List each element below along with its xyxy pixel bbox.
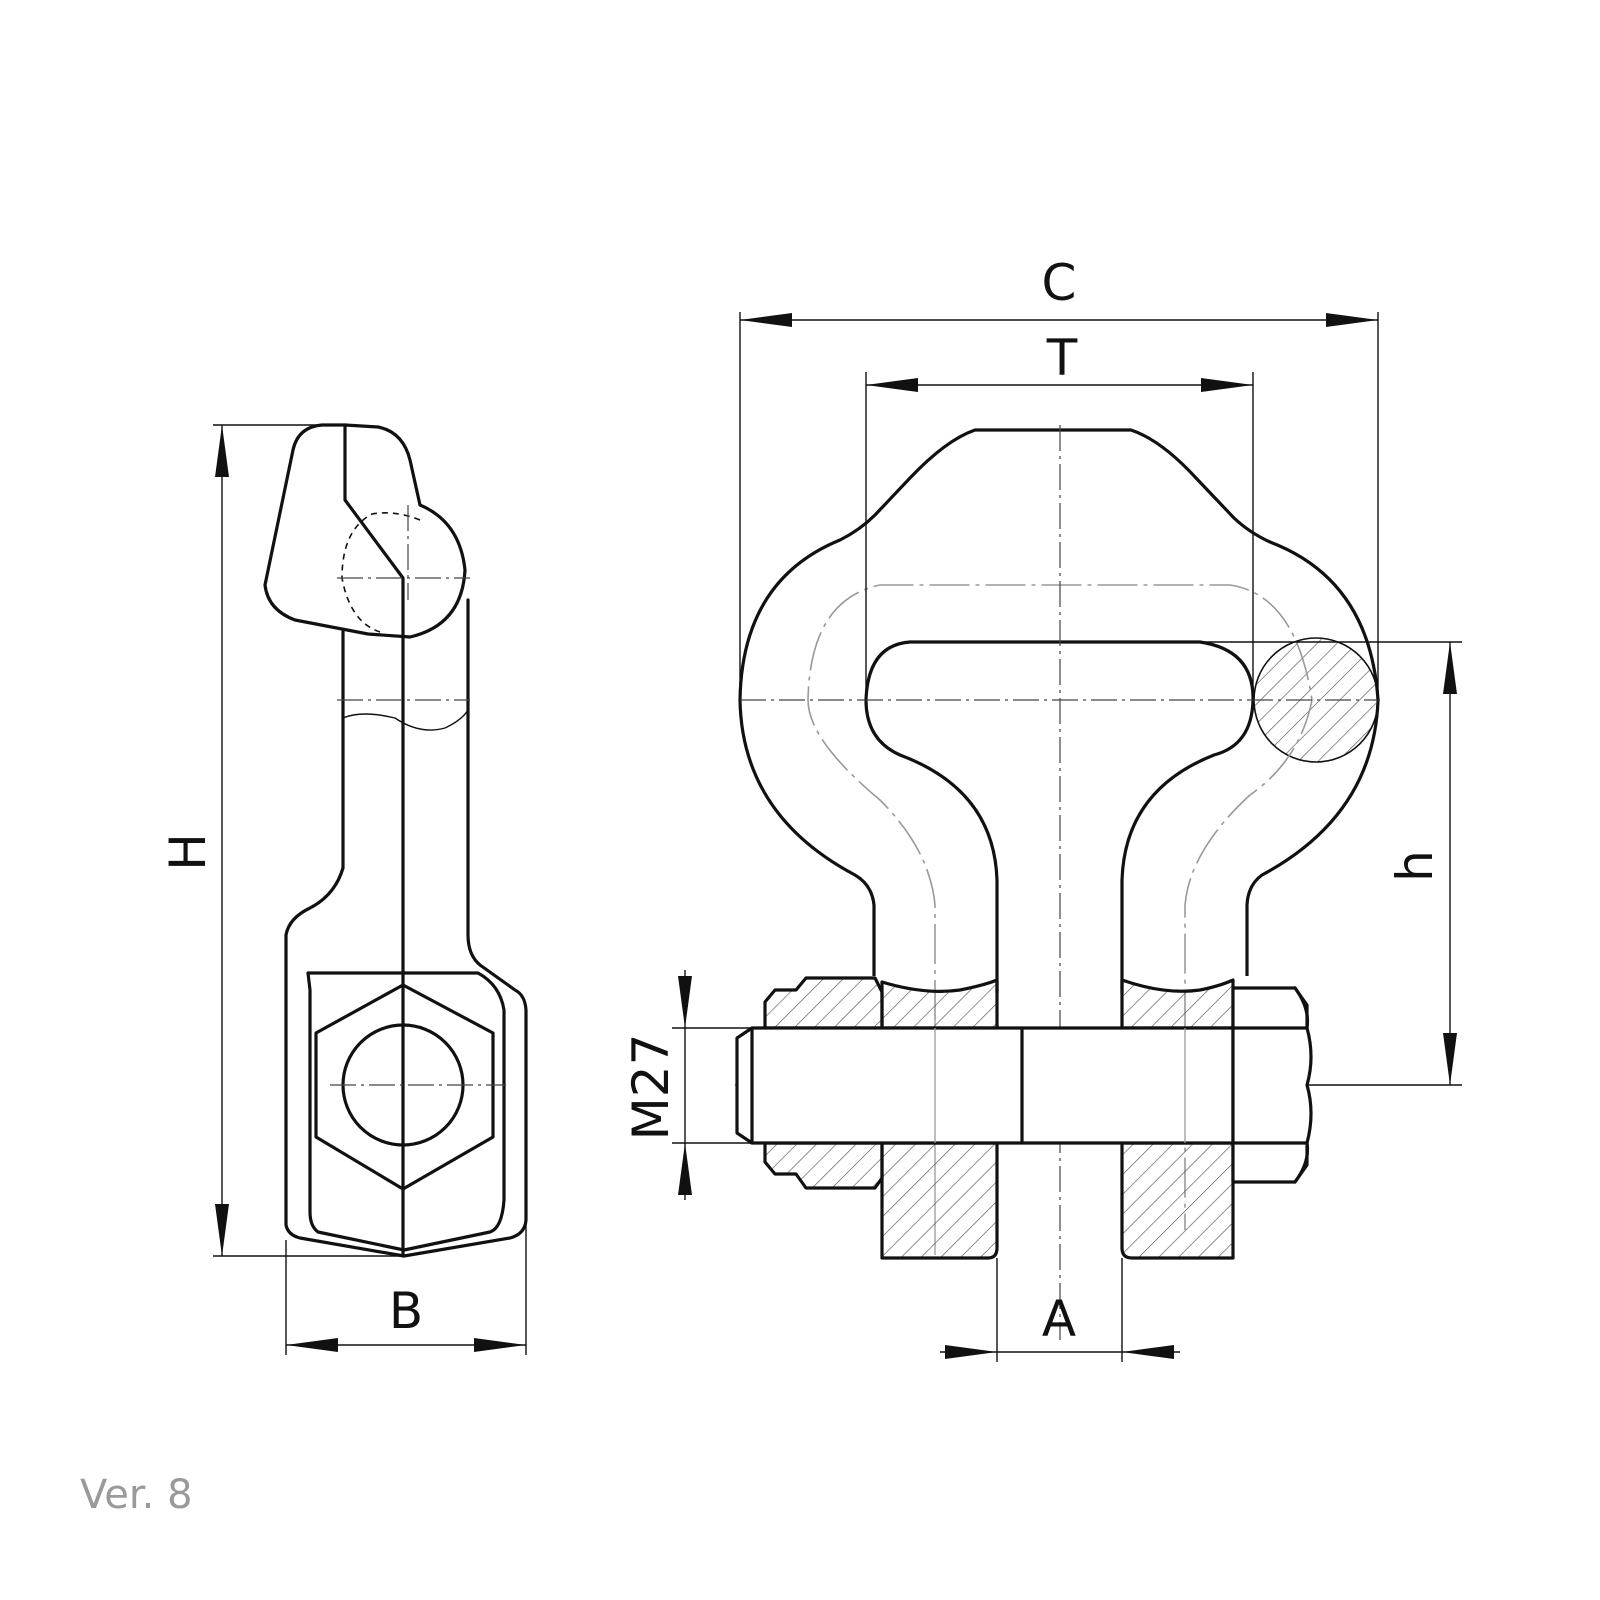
dimension-a-label: A	[1042, 1290, 1076, 1348]
side-view-lug-plate	[306, 971, 506, 1252]
side-view-shank	[284, 598, 528, 1258]
bolt-shank	[735, 1026, 1235, 1145]
right-lug-lower	[1120, 1141, 1235, 1260]
side-view-bow-inner-line	[343, 423, 405, 639]
dimension-t: T	[865, 329, 1254, 700]
dimension-c-label: C	[1042, 254, 1077, 312]
front-bow-hidden-outline	[807, 584, 1313, 1230]
dimension-thread-label: M27	[622, 1034, 680, 1141]
bolt-head-chamfer-arcs	[1293, 986, 1310, 1184]
dimensions: C T H B	[159, 254, 1462, 1362]
bolt-head	[1231, 986, 1313, 1184]
dimension-h-total: H	[159, 424, 404, 1257]
side-view-hex-nut	[314, 983, 495, 1191]
dimension-thread: M27	[622, 970, 752, 1200]
dimension-b-label: B	[389, 1282, 423, 1340]
left-lock-nut-lower	[763, 1141, 884, 1190]
dimension-c: C	[739, 254, 1379, 700]
side-view-break-line	[342, 709, 469, 731]
side-view	[263, 423, 528, 1258]
side-view-hidden-eye	[341, 512, 421, 633]
front-view	[735, 425, 1380, 1340]
left-lug-lower	[880, 1141, 999, 1260]
right-lug-upper	[1120, 978, 1235, 1030]
left-lock-nut-upper	[763, 976, 884, 1030]
dimension-h-inner: h	[1200, 641, 1462, 1086]
left-lug-upper	[880, 978, 999, 1030]
dimension-b: B	[285, 1222, 527, 1355]
dimension-h-total-label: H	[159, 833, 217, 871]
version-label: Ver. 8	[80, 1472, 193, 1518]
side-view-bow-head	[263, 423, 467, 639]
dimension-h-inner-label: h	[1386, 850, 1444, 882]
dimension-a: A	[940, 1258, 1180, 1362]
dimension-t-label: T	[1046, 329, 1078, 387]
